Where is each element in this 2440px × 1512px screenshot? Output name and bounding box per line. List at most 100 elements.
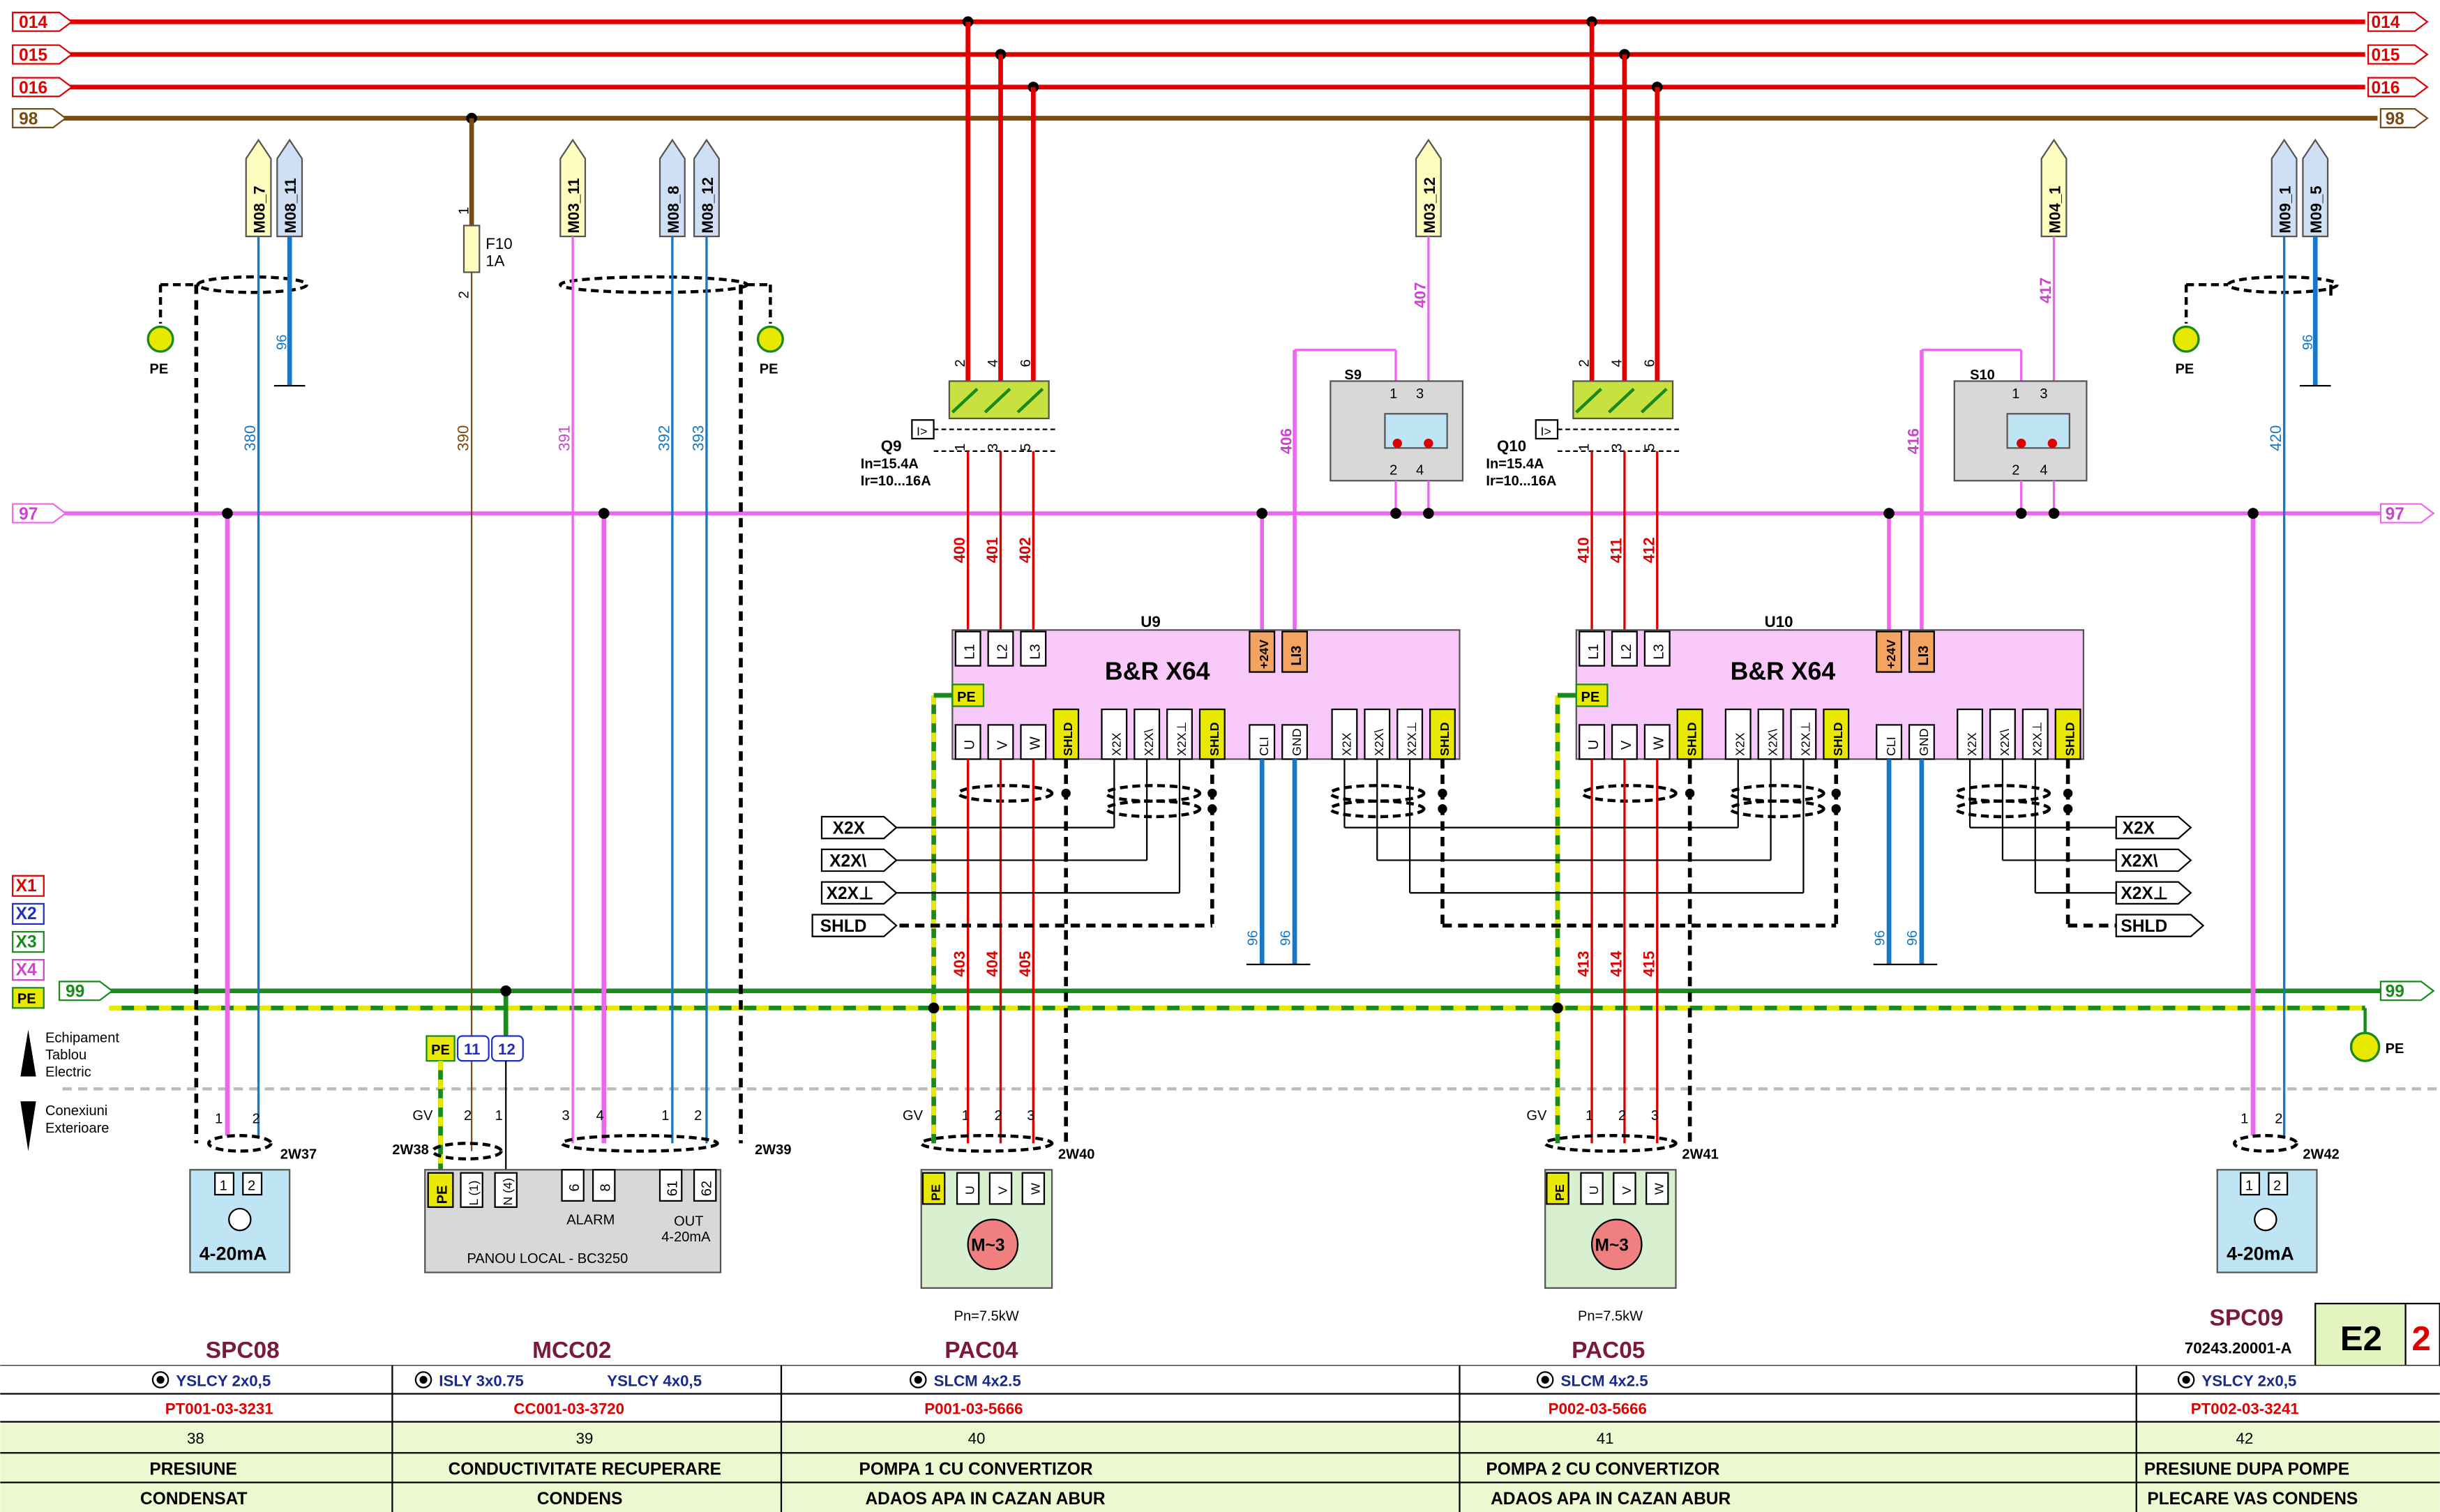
gv-mcc: GV	[412, 1108, 433, 1124]
w390: 390	[455, 425, 472, 451]
m1-u: U	[963, 1186, 977, 1195]
spc09-pe-label: PE	[2175, 361, 2194, 377]
u10-w: W	[1652, 736, 1667, 750]
w412: 412	[1640, 537, 1657, 563]
col-tag-pac05: PAC05	[1572, 1338, 1645, 1363]
panel-out-2: 4-20mA	[661, 1230, 711, 1245]
col-cable-spc08: YSLCY 2x0,5	[176, 1372, 271, 1389]
col-code-spc09: PT002-03-3241	[2191, 1400, 2299, 1417]
s9-pin-1: 1	[1390, 386, 1397, 402]
legend: X1 X2 X3 X4 PE Echipament Tablou Electri…	[12, 875, 119, 1151]
spc08-sensor-label: 4-20mA	[199, 1243, 267, 1264]
m2-v: V	[1620, 1186, 1634, 1195]
mcc-pin-2b: 2	[694, 1108, 702, 1124]
spc08-section: M08_7 M08_11 PE 96 380 1 2 2W37 1 2 4-20…	[146, 138, 317, 1273]
arrow-down-icon	[20, 1101, 36, 1151]
w392: 392	[655, 425, 672, 451]
s9-name: S9	[1344, 368, 1362, 383]
m2-w: W	[1652, 1183, 1666, 1195]
panel-6: 6	[567, 1184, 582, 1191]
panel-l1: L (1)	[467, 1181, 481, 1206]
u10-shld2: SHLD	[1831, 722, 1845, 756]
tag-m09-5: M09_5	[2307, 186, 2325, 233]
tag-m03-11: M03_11	[565, 178, 582, 233]
spc09-sensor-pin-2: 2	[2273, 1178, 2281, 1193]
w415: 415	[1640, 951, 1657, 977]
col-desc1-pac04: POMPA 1 CU CONVERTIZOR	[859, 1460, 1093, 1479]
u9-cli: CLI	[1257, 736, 1271, 756]
cable-2w40: 2W40	[1058, 1147, 1094, 1163]
legend-x1: X1	[16, 877, 37, 895]
col-code-pac04: P001-03-5666	[924, 1400, 1023, 1417]
w417: 417	[2037, 278, 2054, 303]
u10-l2: L2	[1619, 644, 1634, 659]
pe-right-label: PE	[2386, 1041, 2404, 1057]
spc08-pe-label: PE	[149, 361, 168, 377]
m2-power: Pn=7.5kW	[1578, 1309, 1643, 1324]
x2x-right-4: SHLD	[2121, 917, 2167, 936]
m2-u: U	[1587, 1186, 1601, 1195]
x2x-left-1: X2X	[833, 819, 866, 838]
u9-x2xn: X2X\	[1142, 729, 1156, 756]
w416: 416	[1904, 428, 1922, 454]
u9-pe: PE	[957, 690, 976, 705]
w96-u9a: 96	[1246, 930, 1261, 946]
mcc-pin-1b: 1	[661, 1108, 669, 1124]
col-num-40: 40	[968, 1430, 986, 1447]
u9-shld2: SHLD	[1207, 722, 1221, 756]
u9-ref: U9	[1140, 613, 1161, 630]
q10-pin-4: 4	[1609, 359, 1625, 367]
spc09-section: M09_1 M09_5 PE 96 420 PE 1 2 2W42 1 2 4-…	[2172, 138, 2404, 1273]
tag-m08-7: M08_7	[251, 186, 269, 233]
col-num-41: 41	[1597, 1430, 1614, 1447]
q10-name: Q10	[1497, 437, 1526, 455]
bus-97-label-right: 97	[2386, 505, 2404, 524]
col-cable-mcc02: ISLY 3x0.75	[439, 1372, 524, 1389]
col-desc2-spc08: CONDENSAT	[140, 1490, 247, 1509]
u9-v: V	[995, 740, 1010, 750]
tb-pe: PE	[431, 1043, 450, 1058]
doc-number: 70243.20001-A	[2185, 1339, 2292, 1356]
u10-shld: SHLD	[1685, 722, 1699, 756]
q9-in: In=15.4A	[861, 456, 919, 471]
bus-015: 015 015	[12, 44, 2429, 65]
panel-title: PANOU LOCAL - BC3250	[467, 1251, 628, 1267]
sensor-pin-1: 1	[220, 1178, 227, 1193]
q9-pin-3: 3	[986, 444, 1001, 451]
u10-l3: L3	[1652, 644, 1667, 659]
u10-u: U	[1586, 740, 1602, 750]
w420: 420	[2267, 425, 2284, 451]
cable-2w37: 2W37	[280, 1147, 317, 1163]
u9-gnd: GND	[1290, 728, 1304, 756]
u10-ref: U10	[1765, 613, 1793, 630]
w401: 401	[984, 537, 1001, 563]
col-code-pac05: P002-03-5666	[1549, 1400, 1647, 1417]
u9-l3: L3	[1027, 644, 1043, 659]
pac05-pin-1: 1	[1586, 1108, 1593, 1124]
w96-u10a: 96	[1872, 930, 1888, 946]
col-desc1-pac05: POMPA 2 CU CONVERTIZOR	[1486, 1460, 1719, 1479]
x2x-right-1: X2X	[2123, 819, 2155, 838]
mcc-pin-2: 2	[464, 1108, 472, 1124]
u9-x2xg: X2X⊥	[1175, 722, 1189, 756]
w410: 410	[1575, 537, 1592, 563]
pac04-pin-2: 2	[995, 1108, 1002, 1124]
u9-shld-b: SHLD	[1438, 722, 1452, 756]
w96-u9b: 96	[1278, 930, 1293, 946]
u9-l1: L1	[963, 644, 978, 659]
q10-ir: Ir=10...16A	[1486, 474, 1556, 489]
col-cable-pac05: SLCM 4x2.5	[1560, 1372, 1648, 1389]
spc09-pin-2: 2	[2275, 1111, 2282, 1126]
bus-98: 98 98	[12, 108, 2429, 128]
bus-014-label-left: 014	[19, 13, 47, 32]
u10-pe: PE	[1581, 690, 1599, 705]
bus-98-label-right: 98	[2386, 109, 2404, 128]
col-cable-spc09: YSLCY 2x0,5	[2201, 1372, 2296, 1389]
q9-pin-4: 4	[986, 359, 1001, 367]
s9-pin-4: 4	[1416, 462, 1424, 478]
panel-n4: N (4)	[501, 1178, 515, 1206]
tb-12: 12	[498, 1041, 515, 1058]
s10-pin-3: 3	[2040, 386, 2047, 402]
col-tag-spc09: SPC09	[2210, 1305, 2284, 1331]
